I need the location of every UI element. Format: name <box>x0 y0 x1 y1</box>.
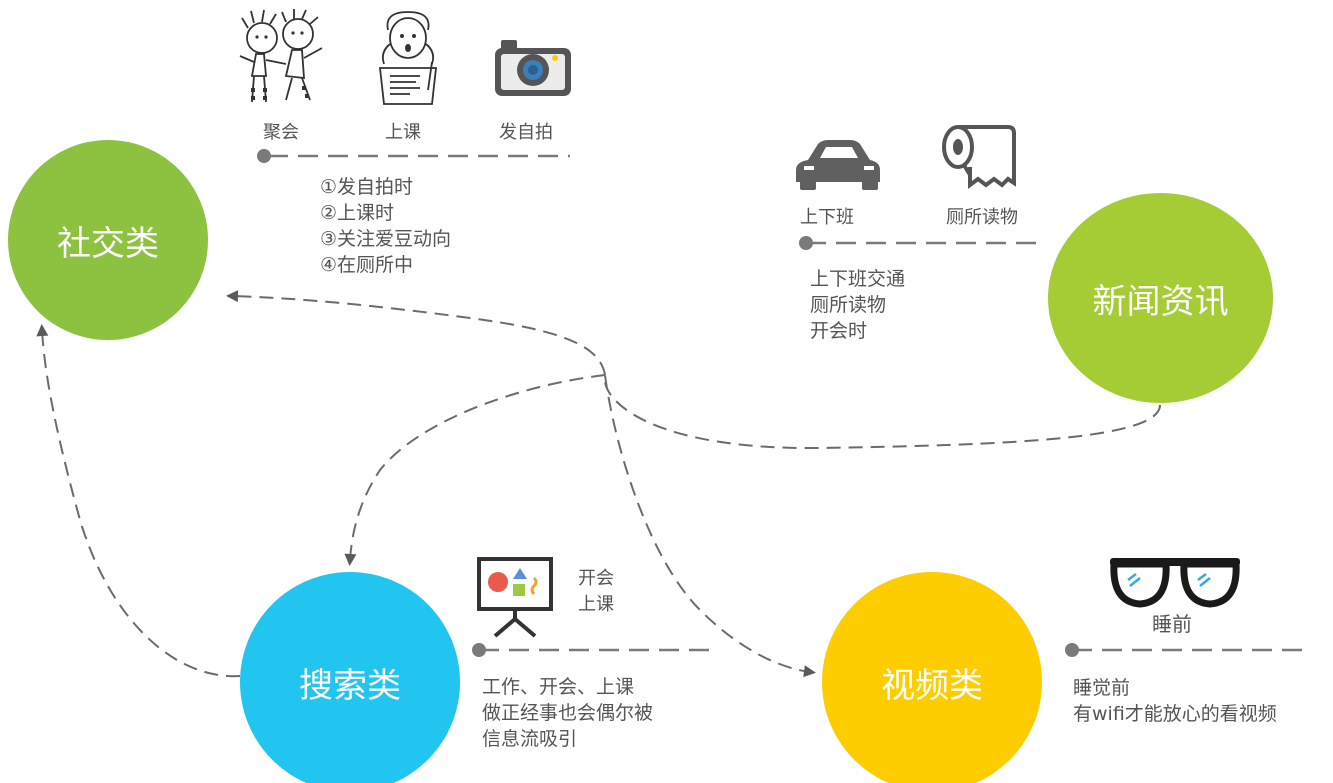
label-class: 上课 <box>385 122 421 143</box>
node-search: 搜索类 <box>240 572 460 783</box>
note-line: ④在厕所中 <box>320 254 414 276</box>
note-line: ②上课时 <box>320 202 395 224</box>
note-line: 厕所读物 <box>810 294 887 316</box>
car-icon <box>796 140 880 190</box>
toilet-paper-icon <box>942 125 1016 189</box>
presentation-board-icon <box>477 557 553 638</box>
note-line: 上下班交通 <box>810 268 906 290</box>
note-line: 睡觉前 <box>1073 677 1131 699</box>
node-search-label: 搜索类 <box>299 665 401 706</box>
connector-to-search <box>344 374 606 566</box>
note-line: 有wifi才能放心的看视频 <box>1073 703 1277 725</box>
note-line: ①发自拍时 <box>320 176 414 198</box>
node-social-label: 社交类 <box>57 223 159 264</box>
timeline-dot <box>257 149 271 163</box>
node-video: 视频类 <box>822 572 1042 783</box>
label-meeting: 开会 <box>578 568 614 589</box>
note-line: 做正经事也会偶尔被 <box>482 702 654 724</box>
node-video-label: 视频类 <box>881 665 983 706</box>
social-notes: ①发自拍时 ②上课时 ③关注爱豆动向 ④在厕所中 <box>320 174 451 278</box>
label-commute: 上下班 <box>800 207 854 228</box>
label-bedtime: 睡前 <box>1152 612 1192 636</box>
label-selfie: 发自拍 <box>499 122 553 143</box>
connector-search-to-social <box>36 324 241 678</box>
connector-news-to-video <box>603 374 1161 678</box>
connector-to-social <box>226 290 606 376</box>
news-notes: 上下班交通 厕所读物 开会时 <box>810 266 905 344</box>
glasses-icon <box>1110 558 1240 608</box>
node-news-label: 新闻资讯 <box>1092 281 1229 322</box>
search-notes: 工作、开会、上课 做正经事也会偶尔被 信息流吸引 <box>482 674 653 752</box>
search-icon-labels: 开会 上课 <box>578 566 614 618</box>
timeline-dot <box>472 643 486 657</box>
note-line: 信息流吸引 <box>482 728 578 750</box>
video-notes: 睡觉前 有wifi才能放心的看视频 <box>1073 675 1277 727</box>
timeline-dot <box>799 236 813 250</box>
note-line: ③关注爱豆动向 <box>320 228 452 250</box>
timeline-dot <box>1065 643 1079 657</box>
note-line: 开会时 <box>810 320 868 342</box>
note-line: 工作、开会、上课 <box>482 676 635 698</box>
kids-icon <box>239 9 323 103</box>
label-party: 聚会 <box>263 122 299 143</box>
camera-icon <box>495 40 571 96</box>
student-icon <box>378 11 438 105</box>
label-toilet-reading: 厕所读物 <box>946 207 1018 228</box>
node-social: 社交类 <box>8 140 208 340</box>
label-class: 上课 <box>578 594 614 615</box>
node-news: 新闻资讯 <box>1048 193 1273 403</box>
